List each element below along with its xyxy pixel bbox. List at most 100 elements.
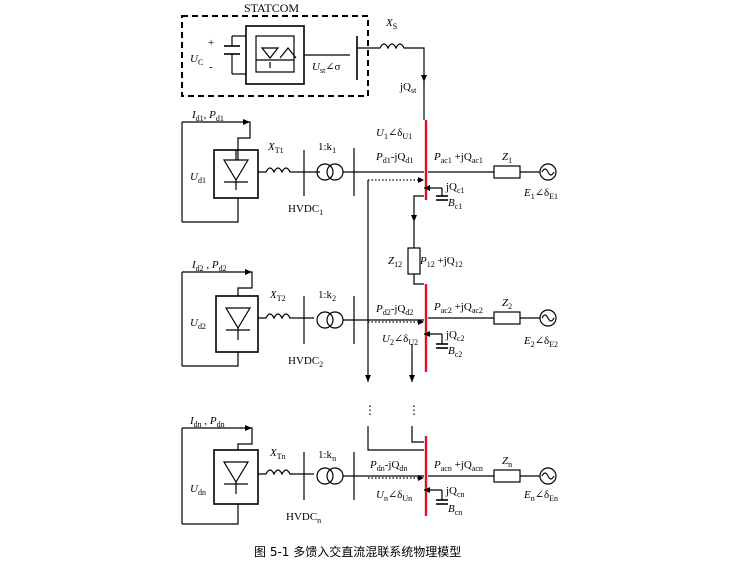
unit-n: Idn , Pdn Udn XTn 1:kn HVDCn Pdn-jQdn Un… xyxy=(181,415,558,525)
plus-sign: + xyxy=(208,37,214,49)
statcom-boundary xyxy=(181,15,369,97)
z-label-n: Zn xyxy=(502,455,512,469)
dc-arrow-2 xyxy=(245,269,252,275)
thyristor-icon-n xyxy=(222,461,250,494)
xt-reactor-2 xyxy=(258,313,314,320)
hvdc-label-2: HVDC2 xyxy=(288,355,323,369)
xs-reactor xyxy=(357,43,425,120)
flow-arrow-2 xyxy=(418,319,424,325)
ratio-label-1: 1:k1 xyxy=(318,141,336,155)
bc-label-1: Bc1 xyxy=(448,197,462,211)
xt-reactor-1 xyxy=(258,167,320,174)
ac-source-icon-n xyxy=(539,467,557,485)
bus-voltage-label-n: Un∠δUn xyxy=(376,489,412,503)
tie-impedance-box xyxy=(407,247,421,275)
tie-line-bottom xyxy=(413,274,424,285)
uc-label: UC xyxy=(190,53,203,67)
bus-voltage-label-2: U2∠δU2 xyxy=(382,333,418,347)
udc-label-1: Ud1 xyxy=(190,171,206,185)
dc-line-1 xyxy=(182,121,251,160)
tie-line-12: Z12 P12 +jQ12 xyxy=(388,195,463,285)
current-power-label-2: Id2 , Pd2 xyxy=(191,259,227,273)
jqst-label: jQst xyxy=(399,81,417,95)
transformer-coil-b-n xyxy=(326,467,344,485)
transformer-coil-b-2 xyxy=(326,311,344,329)
current-power-label-1: Id1, Pd1 xyxy=(191,109,224,123)
transformer-coil-a-1 xyxy=(316,163,334,181)
dc-return-bottom-n xyxy=(182,504,239,525)
bc-label-2: Bc2 xyxy=(448,345,462,359)
right-trunk-lower xyxy=(411,426,424,443)
udc-label-n: Udn xyxy=(190,483,206,497)
bc-label-n: Bcn xyxy=(448,503,462,517)
xt-reactor-n xyxy=(258,469,314,476)
pac-label-2: Pac2 +jQac2 xyxy=(433,301,483,315)
sine-wave-icon-1 xyxy=(541,168,555,176)
xs-label: XS xyxy=(385,17,397,31)
jqc-label-1: jQc1 xyxy=(445,181,465,195)
unit-1: Id1, Pd1 Ud1 XT1 1:k1 HVDC1 Pd1-jQd1 U1∠… xyxy=(181,109,558,223)
jqc-arrow-1 xyxy=(424,185,430,191)
tie-arrow-top xyxy=(411,215,417,222)
converter-icon-n xyxy=(213,449,259,505)
transformer-coil-b-1 xyxy=(326,163,344,181)
dc-line-2 xyxy=(182,271,253,296)
xt-label-1: XT1 xyxy=(267,141,284,155)
minus-sign: - xyxy=(209,61,213,73)
tie-line-top xyxy=(413,195,424,248)
udc-label-2: Ud2 xyxy=(190,317,206,331)
pac-label-n: Pacn +jQacn xyxy=(433,459,483,473)
tie-z-label: Z12 xyxy=(388,255,402,269)
tie-pq-label: P12 +jQ12 xyxy=(419,255,463,269)
ac-source-icon-2 xyxy=(539,309,557,327)
flow-arrow-1 xyxy=(418,177,424,183)
hvdc-label-n: HVDCn xyxy=(286,511,321,525)
jqst-arrow xyxy=(421,75,427,82)
statcom-title: STATCOM xyxy=(244,1,299,15)
jqc-label-n: jQcn xyxy=(445,485,465,499)
dc-line-n xyxy=(182,427,253,450)
unit-2: Id2 , Pd2 Ud2 XT2 1:k2 HVDC2 Pd2-jQd2 U2… xyxy=(181,259,558,372)
dc-return-bottom-2 xyxy=(182,352,239,367)
sine-wave-icon-2 xyxy=(541,314,555,322)
pdq-label-1: Pd1-jQd1 xyxy=(375,151,413,165)
transformer-coil-a-2 xyxy=(316,311,334,329)
pdq-label-2: Pd2-jQd2 xyxy=(375,303,413,317)
pdq-label-n: Pdn-jQdn xyxy=(369,459,407,473)
statcom-capacitor xyxy=(224,35,246,75)
impedance-box-n xyxy=(493,469,521,483)
continuation-dots-left: ⋮ xyxy=(364,403,376,417)
z-label-2: Z2 xyxy=(502,297,512,311)
current-power-label-n: Idn , Pdn xyxy=(189,415,225,429)
figure-caption: 图 5-1 多馈入交直流混联系统物理模型 xyxy=(254,544,461,559)
statcom-converter-icon xyxy=(245,25,305,85)
thyristor-icon-2 xyxy=(224,307,252,340)
e-label-2: E2∠δE2 xyxy=(523,335,558,349)
dc-arrow-1 xyxy=(243,119,250,125)
z-label-1: Z1 xyxy=(502,151,512,165)
impedance-box-1 xyxy=(493,165,521,179)
dc-arrow-n xyxy=(245,425,252,431)
ratio-label-n: 1:kn xyxy=(318,449,336,463)
continuation-dots-right: ⋮ xyxy=(408,403,420,417)
hvdc-label-1: HVDC1 xyxy=(288,203,323,217)
jqc-label-2: jQc2 xyxy=(445,329,465,343)
converter-icon-2 xyxy=(215,295,259,353)
bus-voltage-label-1: U1∠δU1 xyxy=(376,127,412,141)
xt-label-n: XTn xyxy=(269,447,286,461)
left-trunk-lower xyxy=(367,426,424,451)
xt-label-2: XT2 xyxy=(269,289,286,303)
e-label-n: En∠δEn xyxy=(523,489,558,503)
pac-label-1: Pac1 +jQac1 xyxy=(433,151,483,165)
right-trunk-arrow xyxy=(409,375,415,382)
flow-arrow-n xyxy=(418,475,424,481)
sine-wave-icon-n xyxy=(541,472,555,480)
jqc-arrow-2 xyxy=(424,331,430,337)
left-trunk-arrow xyxy=(365,375,371,382)
ust-label: Ust∠σ xyxy=(312,61,341,75)
impedance-box-2 xyxy=(493,311,521,325)
e-label-1: E1∠δE1 xyxy=(523,187,558,201)
ratio-label-2: 1:k2 xyxy=(318,289,336,303)
